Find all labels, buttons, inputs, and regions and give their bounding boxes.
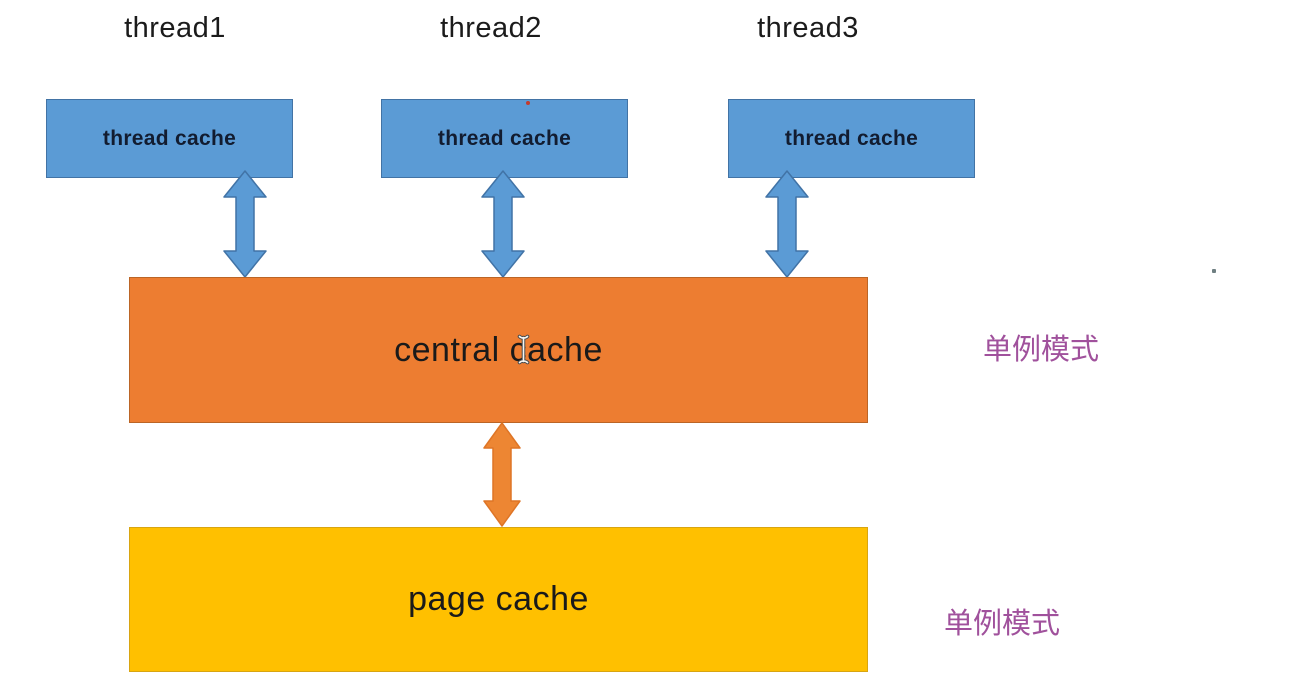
- text-ibeam-cursor-icon: [517, 334, 530, 365]
- thread2-label: thread2: [440, 12, 542, 44]
- red-dot-artifact: [526, 101, 530, 105]
- gray-dot-artifact: [1212, 269, 1216, 273]
- central-cache-label: central cache: [394, 330, 603, 369]
- thread3-label: thread3: [757, 12, 859, 44]
- page-cache-label: page cache: [408, 580, 589, 618]
- thread-cache-box-1-label: thread cache: [102, 126, 237, 150]
- thread-cache-box-3-label: thread cache: [784, 126, 919, 150]
- thread-cache-box-3: thread cache: [728, 99, 975, 178]
- double-arrow-icon-thread3-central: [765, 170, 809, 278]
- thread-cache-box-2-label: thread cache: [437, 126, 572, 150]
- thread-cache-box-1: thread cache: [46, 99, 293, 178]
- double-arrow-icon-central-page: [483, 422, 521, 527]
- thread1-label: thread1: [124, 12, 226, 44]
- central-cache-box: central cache: [129, 277, 868, 423]
- double-arrow-icon-thread2-central: [481, 170, 525, 278]
- singleton-pattern-annotation-2: 单例模式: [944, 608, 1061, 640]
- double-arrow-icon-thread1-central: [223, 170, 267, 278]
- page-cache-box: page cache: [129, 527, 868, 672]
- thread-cache-box-2: thread cache: [381, 99, 628, 178]
- singleton-pattern-annotation-1: 单例模式: [983, 334, 1100, 366]
